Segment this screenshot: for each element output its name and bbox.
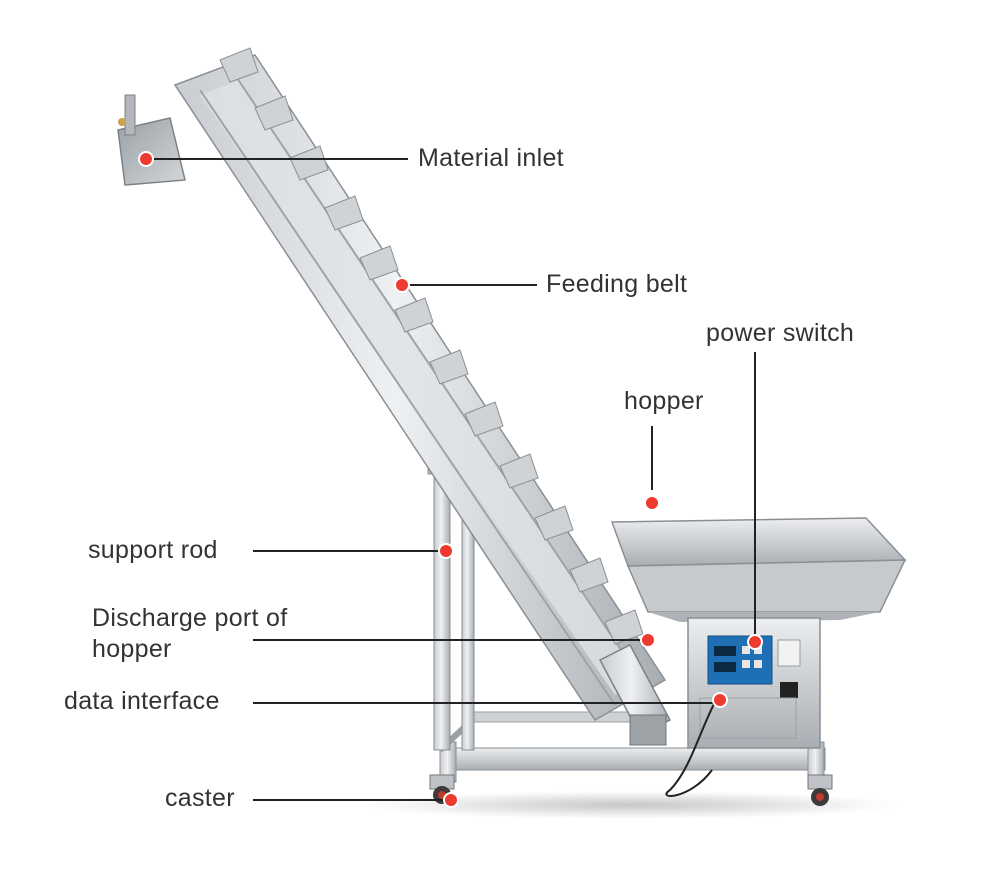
belt-flights: [219, 47, 644, 645]
marker-material-inlet: [138, 151, 154, 167]
label-support-rod: support rod: [88, 536, 218, 564]
casters: [429, 774, 833, 806]
cable: [665, 699, 717, 797]
label-hopper: hopper: [624, 387, 704, 415]
ground-shadow: [360, 791, 900, 819]
label-discharge-port: Discharge port of hopper: [92, 604, 288, 664]
label-material-inlet: Material inlet: [418, 144, 564, 172]
label-data-interface: data interface: [64, 687, 220, 715]
leader-lines: [146, 158, 756, 801]
label-caster: caster: [165, 784, 235, 812]
markers: [138, 151, 763, 808]
marker-discharge-port: [640, 632, 656, 648]
marker-caster: [443, 792, 459, 808]
motor: [598, 644, 672, 746]
marker-feeding-belt: [394, 277, 410, 293]
label-power-switch: power switch: [706, 319, 855, 347]
marker-support-rod: [438, 543, 454, 559]
label-feeding-belt: Feeding belt: [546, 270, 688, 298]
marker-power-switch: [747, 634, 763, 650]
hopper-tray: [610, 517, 907, 622]
marker-data-interface: [712, 692, 728, 708]
inlet-box: [117, 94, 186, 186]
marker-hopper: [644, 495, 660, 511]
